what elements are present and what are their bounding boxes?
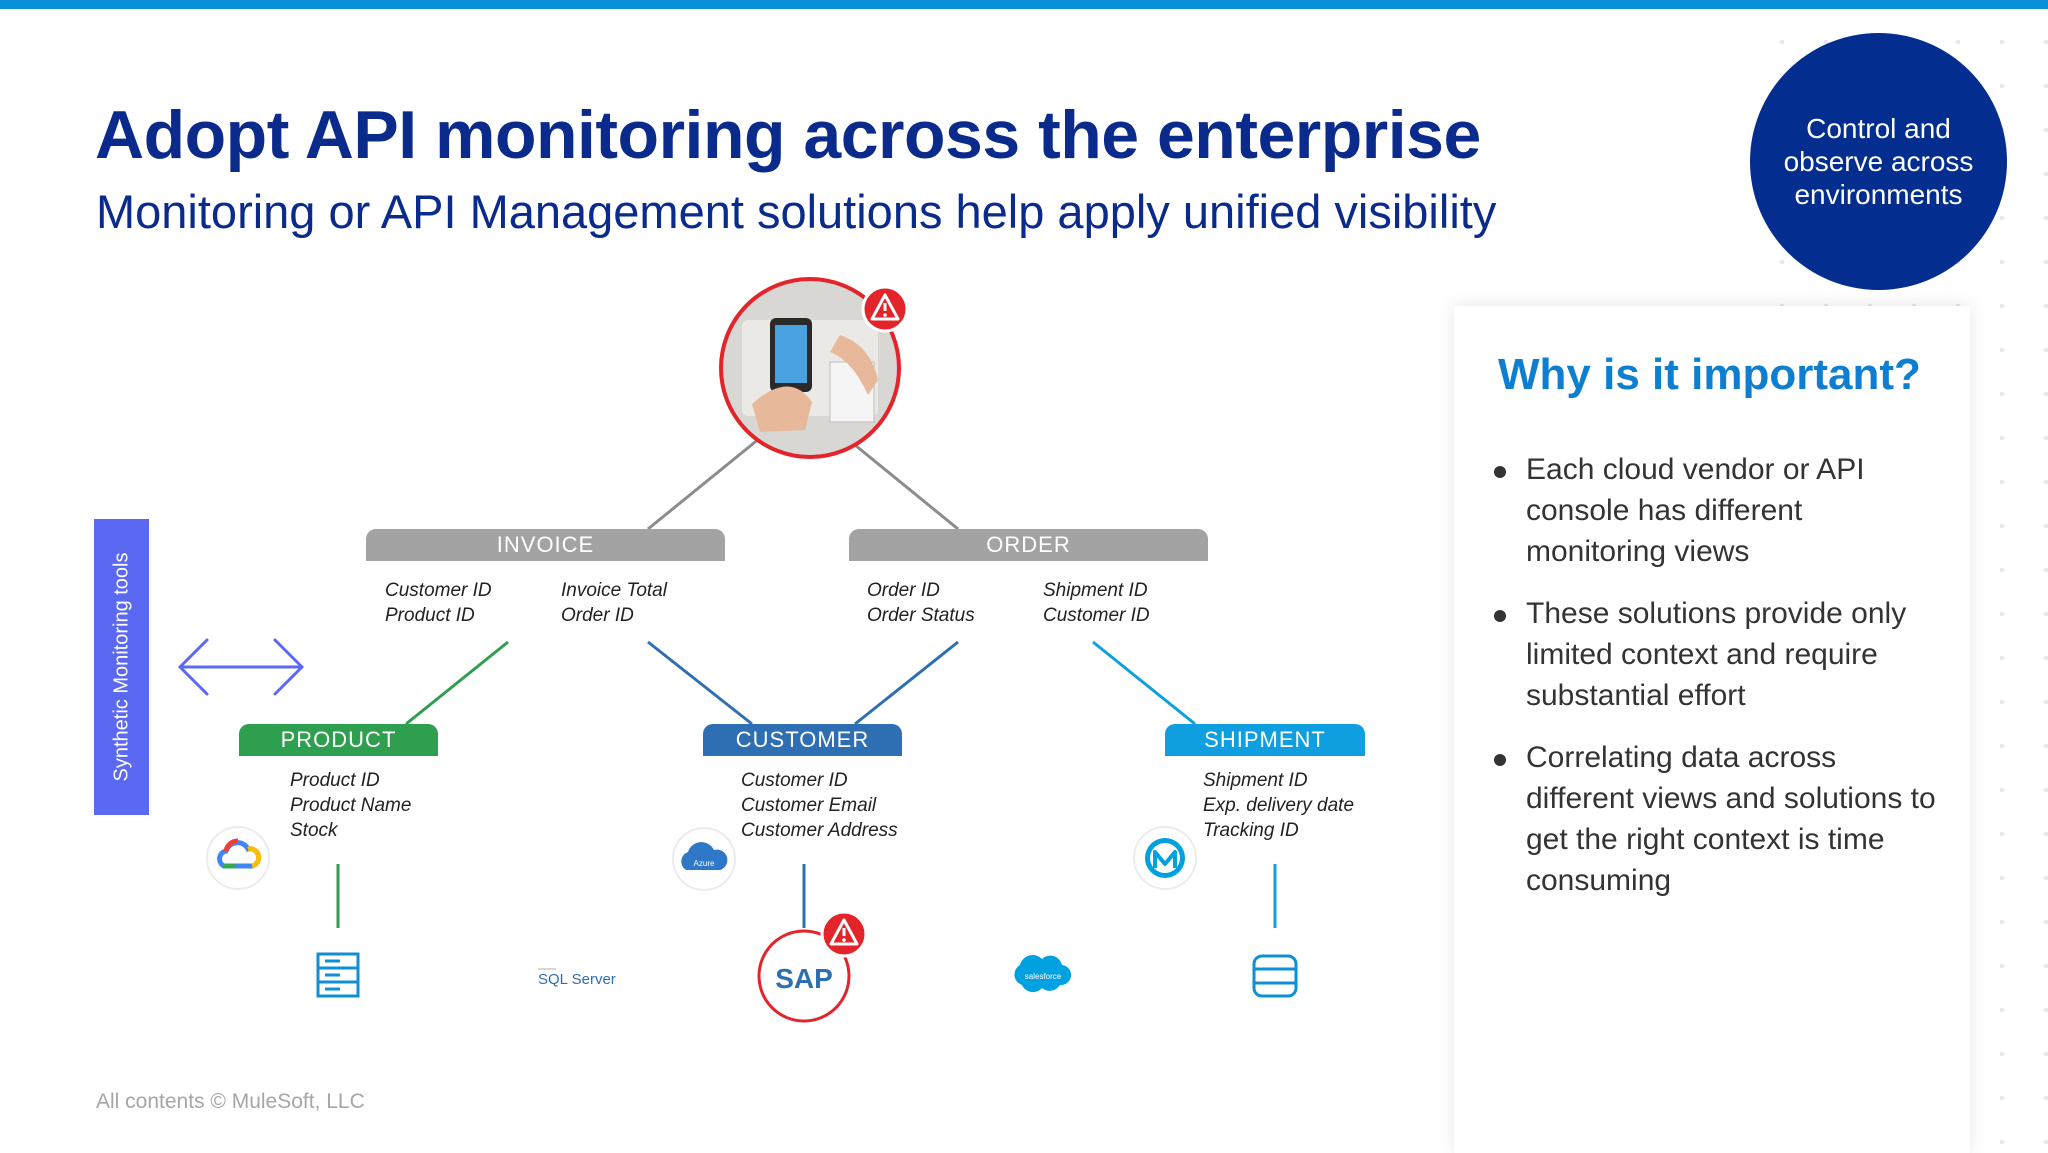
top-accent-bar xyxy=(0,0,2048,9)
panel-bullet-list: Each cloud vendor or API console has dif… xyxy=(1494,449,1944,922)
bidirectional-arrow-icon xyxy=(178,638,304,696)
order-field: Order Status xyxy=(867,605,975,626)
order-header: ORDER xyxy=(849,529,1208,561)
sql-server-logo: SQL Server xyxy=(538,968,616,988)
connector-order-customer xyxy=(854,640,959,726)
customer-field: Customer Email xyxy=(741,795,877,816)
shipment-field: Exp. delivery date xyxy=(1203,795,1355,816)
product-header: PRODUCT xyxy=(239,724,438,756)
connector-invoice-product xyxy=(405,640,509,726)
mulesoft-icon xyxy=(1133,826,1197,890)
product-field: Product ID xyxy=(290,770,380,791)
svg-text:Azure: Azure xyxy=(694,859,715,868)
why-important-panel: Why is it important? Each cloud vendor o… xyxy=(1454,306,1970,1153)
page-title: Adopt API monitoring across the enterpri… xyxy=(95,97,1481,173)
order-fields-col2: Shipment ID Customer ID xyxy=(1043,578,1150,628)
invoice-field: Order ID xyxy=(561,605,634,626)
product-fields: Product ID Product Name Stock xyxy=(290,768,411,843)
database-icon xyxy=(1252,954,1298,998)
product-field: Product Name xyxy=(290,795,412,816)
bullet-dot-icon xyxy=(1494,754,1506,766)
sap-logo: SAP xyxy=(757,929,851,1023)
svg-text:salesforce: salesforce xyxy=(1025,972,1062,981)
bullet-dot-icon xyxy=(1494,610,1506,622)
control-observe-badge: Control and observe across environments xyxy=(1750,33,2007,290)
synthetic-monitoring-label: Synthetic Monitoring tools xyxy=(110,552,132,782)
shipment-fields: Shipment ID Exp. delivery date Tracking … xyxy=(1203,768,1354,843)
hub-photo-circle xyxy=(719,277,901,459)
sap-alert-icon xyxy=(820,910,868,958)
bullet-text: These solutions provide only limited con… xyxy=(1526,597,1907,712)
customer-fields: Customer ID Customer Email Customer Addr… xyxy=(741,768,898,843)
panel-bullet: These solutions provide only limited con… xyxy=(1494,593,1944,716)
invoice-fields-col1: Customer ID Product ID xyxy=(385,578,492,628)
shipment-field: Shipment ID xyxy=(1203,770,1308,791)
connector-hub-order xyxy=(854,443,959,531)
hub-alert-icon xyxy=(861,285,909,333)
panel-bullet: Correlating data across different views … xyxy=(1494,737,1944,901)
connector-hub-invoice xyxy=(647,436,761,531)
customer-field: Customer ID xyxy=(741,770,848,791)
shipment-field: Tracking ID xyxy=(1203,820,1299,841)
order-field: Order ID xyxy=(867,580,940,601)
panel-heading: Why is it important? xyxy=(1498,350,1921,399)
synthetic-monitoring-tab: Synthetic Monitoring tools xyxy=(94,519,149,815)
connector-order-shipment xyxy=(1092,640,1196,726)
svg-text:SQL Server: SQL Server xyxy=(538,971,616,988)
connector-invoice-customer xyxy=(647,640,753,726)
order-field: Shipment ID xyxy=(1043,580,1148,601)
google-cloud-icon xyxy=(206,826,270,890)
order-fields-col1: Order ID Order Status xyxy=(867,578,975,628)
customer-field: Customer Address xyxy=(741,820,898,841)
invoice-field: Customer ID xyxy=(385,580,492,601)
product-field: Stock xyxy=(290,820,338,841)
shipment-header: SHIPMENT xyxy=(1165,724,1365,756)
bullet-text: Each cloud vendor or API console has dif… xyxy=(1526,453,1865,568)
page-subtitle: Monitoring or API Management solutions h… xyxy=(96,185,1497,238)
salesforce-logo: salesforce xyxy=(1014,955,1072,993)
order-field: Customer ID xyxy=(1043,605,1150,626)
panel-bullet: Each cloud vendor or API console has dif… xyxy=(1494,449,1944,572)
server-rack-icon xyxy=(316,952,360,998)
bullet-dot-icon xyxy=(1494,466,1506,478)
svg-text:SAP: SAP xyxy=(775,963,833,994)
invoice-header: INVOICE xyxy=(366,529,725,561)
invoice-fields-col2: Invoice Total Order ID xyxy=(561,578,667,628)
customer-header: CUSTOMER xyxy=(703,724,902,756)
copyright-footer: All contents © MuleSoft, LLC xyxy=(96,1090,365,1113)
bullet-text: Correlating data across different views … xyxy=(1526,741,1936,897)
invoice-field: Invoice Total xyxy=(561,580,667,601)
invoice-field: Product ID xyxy=(385,605,475,626)
azure-cloud-icon: Azure xyxy=(672,827,736,891)
